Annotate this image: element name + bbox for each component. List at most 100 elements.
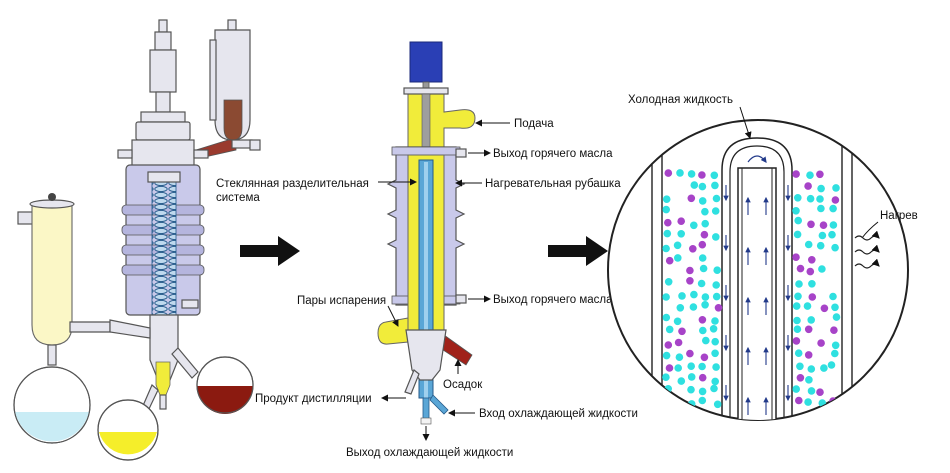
particle — [702, 336, 710, 345]
particle — [686, 266, 694, 275]
particle — [792, 385, 800, 393]
particle — [830, 326, 838, 335]
particle — [665, 256, 674, 265]
particle — [662, 244, 670, 253]
particle — [700, 230, 709, 239]
particle — [794, 216, 802, 225]
particle — [690, 221, 698, 230]
particle — [712, 281, 720, 289]
residue-flask — [171, 347, 254, 414]
particle — [829, 221, 838, 229]
label-hot-oil-out-bottom: Выход горячего масла — [493, 294, 613, 306]
particle — [698, 182, 707, 191]
particle — [665, 325, 674, 334]
particle — [662, 195, 671, 203]
particle — [698, 362, 706, 371]
label-distillate: Продукт дистилляции — [255, 393, 372, 405]
particle — [832, 409, 840, 418]
particle — [818, 231, 827, 240]
particle — [677, 377, 686, 385]
particle — [820, 410, 828, 419]
particle — [816, 195, 824, 203]
particle — [792, 170, 800, 178]
feed-funnel — [195, 19, 261, 159]
particle — [713, 266, 721, 275]
particle — [662, 351, 671, 360]
particle — [676, 304, 685, 312]
particle — [701, 207, 709, 216]
particle — [807, 387, 816, 395]
particle — [832, 313, 841, 321]
particle — [661, 410, 670, 418]
particle — [698, 412, 706, 420]
particle — [828, 230, 836, 239]
particle — [700, 353, 709, 362]
particle — [827, 361, 836, 369]
particle — [832, 184, 840, 192]
particle — [662, 373, 670, 382]
particle — [712, 292, 721, 301]
particle — [678, 292, 686, 300]
particle — [804, 351, 813, 359]
label-heating-jacket: Нагревательная рубашка — [485, 178, 621, 190]
particle — [807, 365, 816, 373]
particle — [664, 278, 673, 286]
particle — [806, 171, 814, 179]
particle — [807, 316, 815, 324]
particle — [792, 207, 800, 215]
particle — [676, 169, 684, 177]
label-vapors: Пары испарения — [297, 295, 386, 307]
particle — [804, 398, 812, 406]
particle — [795, 280, 803, 288]
particle — [677, 230, 685, 238]
particle — [793, 325, 802, 334]
particle — [674, 338, 683, 347]
particle — [817, 204, 825, 213]
middle-schematic — [377, 41, 476, 425]
particle — [711, 317, 719, 325]
left-apparatus — [13, 19, 261, 461]
particle — [806, 267, 815, 276]
label-glass-separation-2: система — [216, 192, 260, 204]
particle — [793, 316, 801, 325]
right-arrow-icon — [548, 236, 608, 266]
particle — [698, 240, 707, 249]
particle — [678, 327, 686, 336]
particle — [698, 373, 707, 382]
particle — [711, 337, 719, 346]
particle — [675, 353, 684, 362]
right-arrow-icon — [240, 236, 300, 266]
label-glass-separation-1: Стеклянная разделительная — [216, 178, 369, 190]
particle — [820, 364, 828, 372]
heat-wave-icon — [854, 230, 880, 269]
particle — [711, 349, 719, 358]
particle — [687, 385, 695, 394]
feed-vessel — [13, 193, 111, 444]
particle — [662, 205, 670, 214]
particle — [664, 218, 672, 227]
particle — [831, 243, 839, 252]
particle — [701, 293, 710, 301]
particle — [699, 326, 707, 335]
magnified-view: Холодная жидкость Нагрев — [607, 94, 918, 421]
particle — [674, 254, 682, 262]
label-coolant-in: Вход охлаждающей жидкости — [479, 408, 638, 420]
particle — [698, 171, 706, 179]
particle — [819, 221, 828, 229]
particle — [712, 194, 721, 203]
particle — [710, 171, 719, 180]
label-coolant-out: Выход охлаждающей жидкости — [346, 447, 513, 459]
particle — [698, 316, 707, 324]
particle — [795, 396, 803, 405]
particle — [831, 196, 840, 204]
particle — [664, 341, 673, 349]
particle — [831, 349, 839, 358]
middle-labels: Подача Выход горячего масла Стеклянная р… — [216, 118, 638, 459]
particle — [792, 302, 801, 310]
distillate-flask — [97, 384, 159, 461]
motor-icon — [409, 41, 443, 83]
particle — [697, 279, 706, 288]
particle — [690, 181, 699, 189]
